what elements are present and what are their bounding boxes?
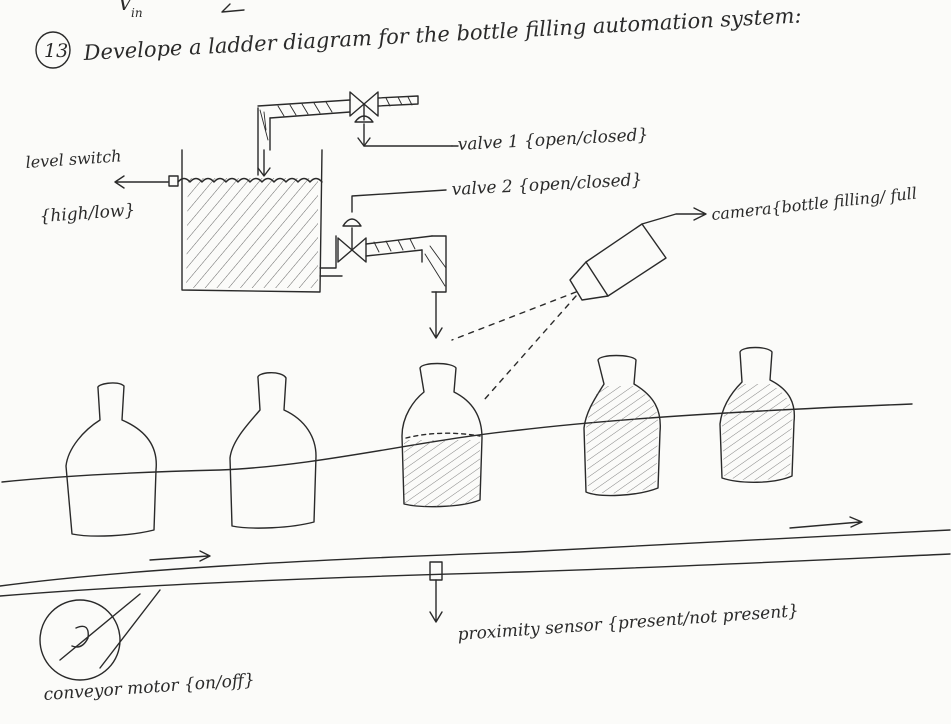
conveyor-belt-bottom	[0, 554, 950, 596]
bottle-3	[402, 364, 482, 507]
camera	[452, 208, 706, 400]
bottle-4	[584, 356, 660, 496]
outlet-pipe	[320, 190, 446, 338]
level-switch-states: {high/low}	[39, 200, 136, 227]
conveyor-motor-label: conveyor motor {on/off}	[43, 670, 255, 705]
direction-arrow-right	[790, 517, 862, 528]
conveyor-belt-top	[0, 530, 950, 586]
top-fragment-mark	[222, 4, 244, 12]
bottle-2	[230, 373, 316, 528]
top-fragment-sub: in	[131, 6, 143, 20]
level-switch-label: level switch	[25, 146, 122, 172]
valve-1-label: valve 1 {open/closed}	[457, 125, 649, 155]
camera-label: camera{bottle filling/ full	[710, 184, 917, 224]
question-number: 13	[44, 40, 68, 62]
direction-arrow-left	[150, 551, 210, 561]
proximity-sensor-label: proximity sensor {present/not present}	[457, 601, 799, 645]
bottle-5	[720, 348, 794, 483]
valve-1	[350, 92, 452, 146]
conveyor-roller	[40, 600, 120, 680]
proximity-sensor	[430, 562, 442, 622]
level-switch-arrow	[115, 176, 168, 188]
valve-2-label: valve 2 {open/closed}	[451, 170, 643, 200]
level-switch-sensor	[169, 176, 178, 186]
tank	[169, 150, 322, 292]
inlet-pipe	[258, 96, 418, 176]
bottle-1	[66, 383, 156, 536]
page-title: Develope a ladder diagram for the bottle…	[82, 3, 802, 65]
valve-2-leader	[352, 190, 446, 212]
